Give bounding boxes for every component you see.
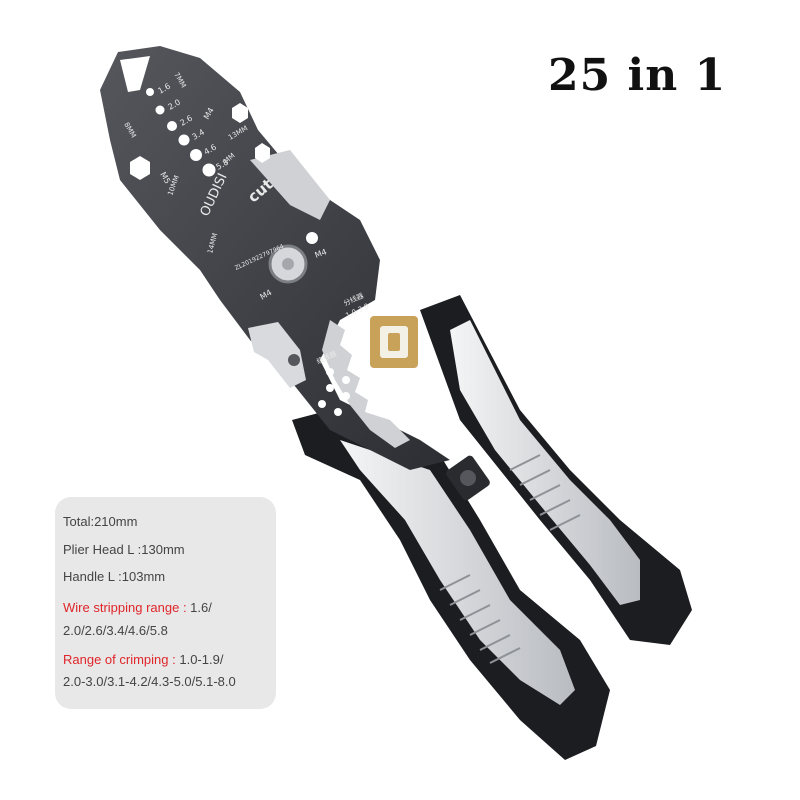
winder-holes xyxy=(318,368,350,416)
spec-crimp-value-1: 1.0-1.9/ xyxy=(175,652,224,667)
spec-total: Total:210mm xyxy=(63,514,138,529)
spec-strip-label: Wire stripping range : xyxy=(63,600,187,615)
spec-crimp-value-2: 2.0-3.0/3.1-4.2/4.3-5.0/5.1-8.0 xyxy=(63,674,236,689)
cam-plate xyxy=(248,322,306,388)
spec-crimp-label: Range of crimping : xyxy=(63,652,176,667)
svg-text:M4: M4 xyxy=(314,247,328,260)
left-grip xyxy=(340,440,575,705)
stripping-holes xyxy=(146,88,216,177)
spec-crimp-line: Range of crimping : 1.0-1.9/ xyxy=(63,652,223,667)
crimp-jaw xyxy=(322,320,410,448)
left-grip-ribs xyxy=(439,574,521,664)
spec-strip-value-2: 2.0/2.6/3.4/4.6/5.8 xyxy=(63,623,168,638)
hex-holes xyxy=(130,103,318,244)
spec-card: Total:210mm Plier Head L :130mm Handle L… xyxy=(55,497,276,709)
spec-head: Plier Head L :130mm xyxy=(63,542,185,557)
spec-strip-line: Wire stripping range : 1.6/ xyxy=(63,600,212,615)
headline-25-in-1: 25 in 1 xyxy=(548,50,727,101)
right-grip xyxy=(450,320,640,605)
spec-handle: Handle L :103mm xyxy=(63,569,166,584)
right-grip-ribs xyxy=(509,454,581,531)
spec-strip-value-1: 1.6/ xyxy=(186,600,212,615)
cutter-blade xyxy=(250,150,330,220)
